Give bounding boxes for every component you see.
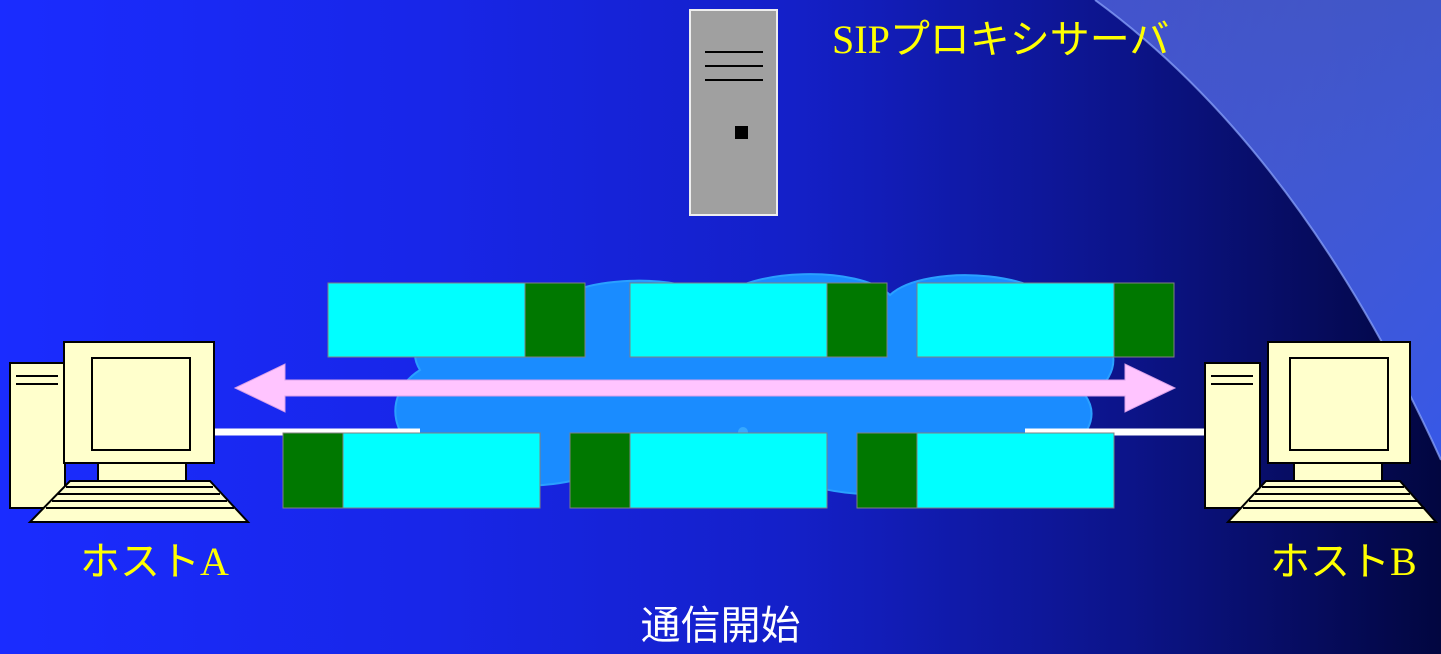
packet bbox=[327, 282, 586, 358]
packet bbox=[629, 282, 888, 358]
packet bbox=[916, 282, 1175, 358]
server-tower-icon bbox=[689, 9, 778, 216]
bidirectional-arrow bbox=[233, 363, 1177, 413]
packet bbox=[282, 432, 541, 509]
host-a-label: ホストA bbox=[80, 539, 229, 584]
host-a-computer-icon bbox=[9, 341, 251, 523]
server-label: SIPプロキシサーバ bbox=[832, 17, 1170, 62]
host-b-computer-icon bbox=[1204, 341, 1439, 523]
packet bbox=[569, 432, 828, 509]
host-b-label: ホストB bbox=[1270, 539, 1417, 584]
caption: 通信開始 bbox=[640, 603, 801, 649]
packet bbox=[856, 432, 1115, 509]
